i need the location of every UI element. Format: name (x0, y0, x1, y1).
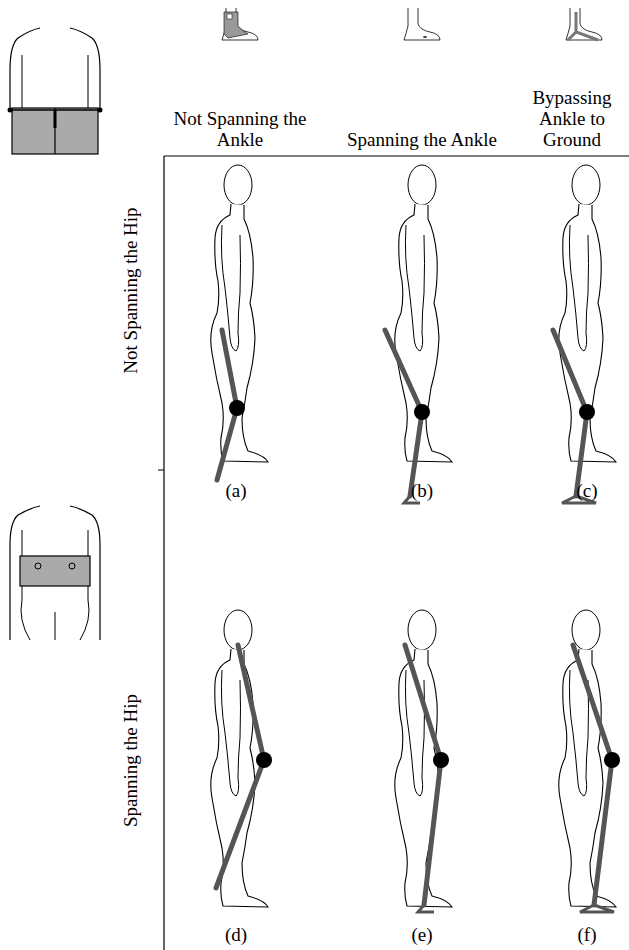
column-header: Spanning the Ankle (335, 129, 510, 150)
column-header: Not Spanning the Ankle (160, 108, 320, 150)
panel-label: (a) (211, 480, 261, 501)
panel-label: (f) (562, 924, 612, 945)
panel-label: (e) (397, 924, 447, 945)
panel-label: (d) (211, 924, 261, 945)
row-header: Spanning the Hip (120, 694, 141, 827)
panel-label: (b) (397, 480, 447, 501)
row-header: Not Spanning the Hip (120, 207, 141, 373)
column-header: Bypassing Ankle to Ground (519, 87, 625, 150)
panel-label: (c) (562, 480, 612, 501)
